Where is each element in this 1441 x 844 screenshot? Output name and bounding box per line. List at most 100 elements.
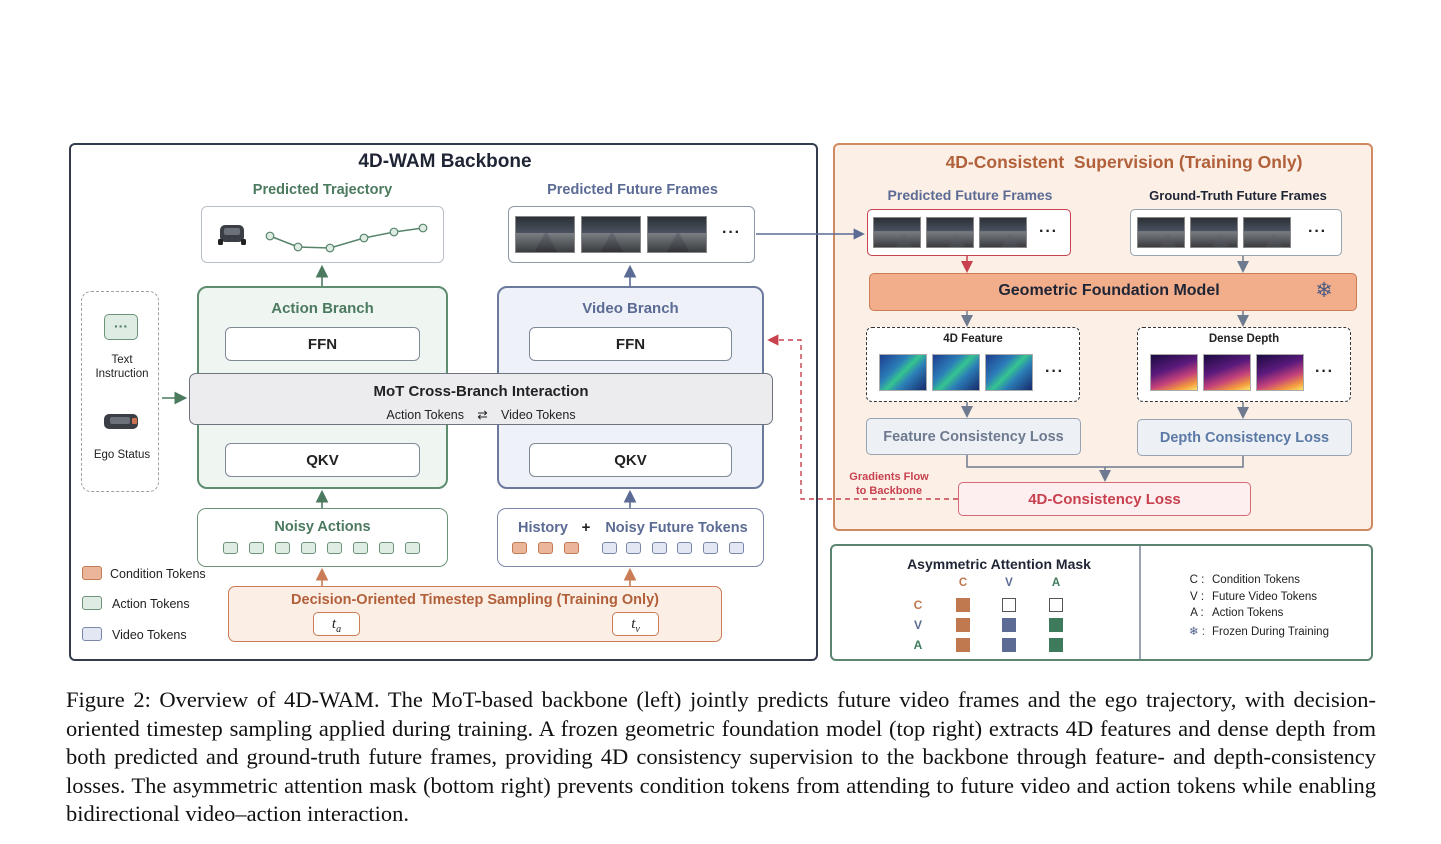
trajectory-point: [265, 231, 275, 241]
mask-key-desc: Condition Tokens: [1212, 574, 1301, 586]
history-label: History: [518, 520, 568, 536]
video-ffn: FFN: [529, 327, 732, 361]
legend-video-swatch: [82, 627, 102, 641]
inputs-group: [81, 291, 159, 492]
supervision-title: 4D-Consistent Supervision (Training Only…: [945, 152, 1303, 172]
legend-condition-label: Condition Tokens: [110, 567, 206, 581]
mask-cell-filled: [1049, 618, 1063, 632]
mot-title: MoT Cross-Branch Interaction: [373, 383, 589, 400]
mask-key: C : Condition Tokens V :Future Video Toke…: [1182, 572, 1329, 640]
video-input-box: [497, 508, 764, 567]
mask-row-c: C: [913, 598, 923, 612]
frame-thumbnail: [873, 217, 921, 248]
swap-icon: ⇄: [477, 408, 488, 422]
action-qkv: QKV: [225, 443, 420, 477]
ego-car-icon: [104, 414, 138, 429]
car-icon: [218, 225, 246, 245]
backbone-panel: [69, 143, 818, 661]
trajectory-point: [325, 243, 335, 253]
backbone-title: 4D-WAM Backbone: [358, 151, 532, 172]
mask-key-desc: Action Tokens: [1212, 607, 1284, 619]
mask-key-item: C : Condition Tokens: [1182, 572, 1329, 589]
mask-col-a: A: [1051, 577, 1061, 589]
depth-map-image: [1203, 354, 1251, 391]
gt-frames-box: ···: [1130, 209, 1342, 256]
text-instruction-icon: ···: [104, 314, 138, 340]
frames-ellipsis: ···: [1308, 223, 1327, 240]
predicted-frames-label: Predicted Future Frames: [547, 182, 718, 198]
frame-thumbnail: [1137, 217, 1185, 248]
action-token: [379, 542, 394, 554]
frame-thumbnail: [581, 216, 641, 253]
video-token: [677, 542, 692, 554]
mask-cell-filled: [1002, 638, 1016, 652]
sup-predicted-frames-label: Predicted Future Frames: [887, 187, 1053, 203]
figure-caption: Figure 2: Overview of 4D-WAM. The MoT-ba…: [66, 687, 1376, 826]
video-branch-title: Video Branch: [582, 300, 679, 317]
action-token: [301, 542, 316, 554]
predicted-trajectory-label: Predicted Trajectory: [252, 182, 393, 198]
consistency-loss-box: 4D-Consistency Loss: [958, 482, 1251, 516]
timestep-sampling-label: Decision-Oriented Timestep Sampling (Tra…: [291, 592, 659, 608]
mask-divider: [1139, 546, 1141, 659]
mask-key-symbol: C :: [1189, 574, 1205, 586]
frame-thumbnail: [926, 217, 974, 248]
ego-status-label: Ego Status: [93, 449, 151, 461]
feature-label: 4D Feature: [943, 333, 1003, 345]
gradient-flow-arrow: [767, 334, 958, 500]
mask-cell-filled: [1002, 618, 1016, 632]
mask-cell-empty: [1049, 598, 1063, 612]
mot-action-tokens: Action Tokens: [386, 408, 465, 422]
feature-map-image: [932, 354, 980, 391]
frame-thumbnail: [1243, 217, 1291, 248]
legend-action-swatch: [82, 596, 102, 610]
video-token: [703, 542, 718, 554]
frame-thumbnail: [979, 217, 1027, 248]
mask-row-a: A: [913, 638, 923, 652]
video-token: [626, 542, 641, 554]
noisy-future-tokens-label: Noisy Future Tokens: [605, 520, 748, 536]
t-v-base: t: [631, 616, 636, 632]
video-token: [729, 542, 744, 554]
mot-subtitle: Action Tokens ⇄ Video Tokens: [189, 407, 773, 422]
plus-sign: +: [581, 519, 591, 536]
text-instruction-label: Text Instruction: [95, 354, 149, 380]
depth-ellipsis: ···: [1315, 363, 1334, 380]
video-token: [602, 542, 617, 554]
mask-col-c: C: [958, 577, 968, 589]
mask-key-item: A : Action Tokens: [1182, 605, 1329, 622]
t-v-sub: v: [635, 624, 640, 635]
t-a-base: t: [331, 616, 337, 632]
mask-cell-filled: [1049, 638, 1063, 652]
legend-action-label: Action Tokens: [112, 597, 190, 611]
legend-video-label: Video Tokens: [112, 628, 187, 642]
feature-map-image: [985, 354, 1033, 391]
condition-token: [538, 542, 553, 554]
gfm-box: [869, 273, 1357, 311]
mask-key-symbol: A :: [1190, 607, 1204, 619]
trajectory-plot: [218, 223, 428, 253]
action-ffn: FFN: [225, 327, 420, 361]
mask-key-item: V :Future Video Tokens: [1182, 589, 1329, 606]
noisy-actions-box: [197, 508, 448, 567]
mot-interaction-box: [189, 373, 773, 425]
mot-video-tokens: Video Tokens: [500, 408, 576, 422]
feature-loss-box: Feature Consistency Loss: [866, 418, 1081, 455]
backbone-frames-box: ···: [508, 206, 755, 263]
trajectory-point: [389, 227, 399, 237]
t-v-box: tv: [612, 612, 659, 636]
depth-map-image: [1256, 354, 1304, 391]
mask-cell-filled: [956, 618, 970, 632]
feature-map-image: [879, 354, 927, 391]
attention-mask-panel: [830, 544, 1373, 661]
action-token: [353, 542, 368, 554]
condition-token: [564, 542, 579, 554]
trajectory-point: [418, 223, 428, 233]
action-token: [223, 542, 238, 554]
gfm-label: Geometric Foundation Model: [998, 282, 1220, 299]
snowflake-key-icon: ❄ :: [1188, 625, 1206, 638]
mask-key-item: ❄ :Frozen During Training: [1182, 624, 1329, 641]
trajectory-point: [359, 233, 369, 243]
mask-cell-filled: [956, 638, 970, 652]
action-token: [249, 542, 264, 554]
